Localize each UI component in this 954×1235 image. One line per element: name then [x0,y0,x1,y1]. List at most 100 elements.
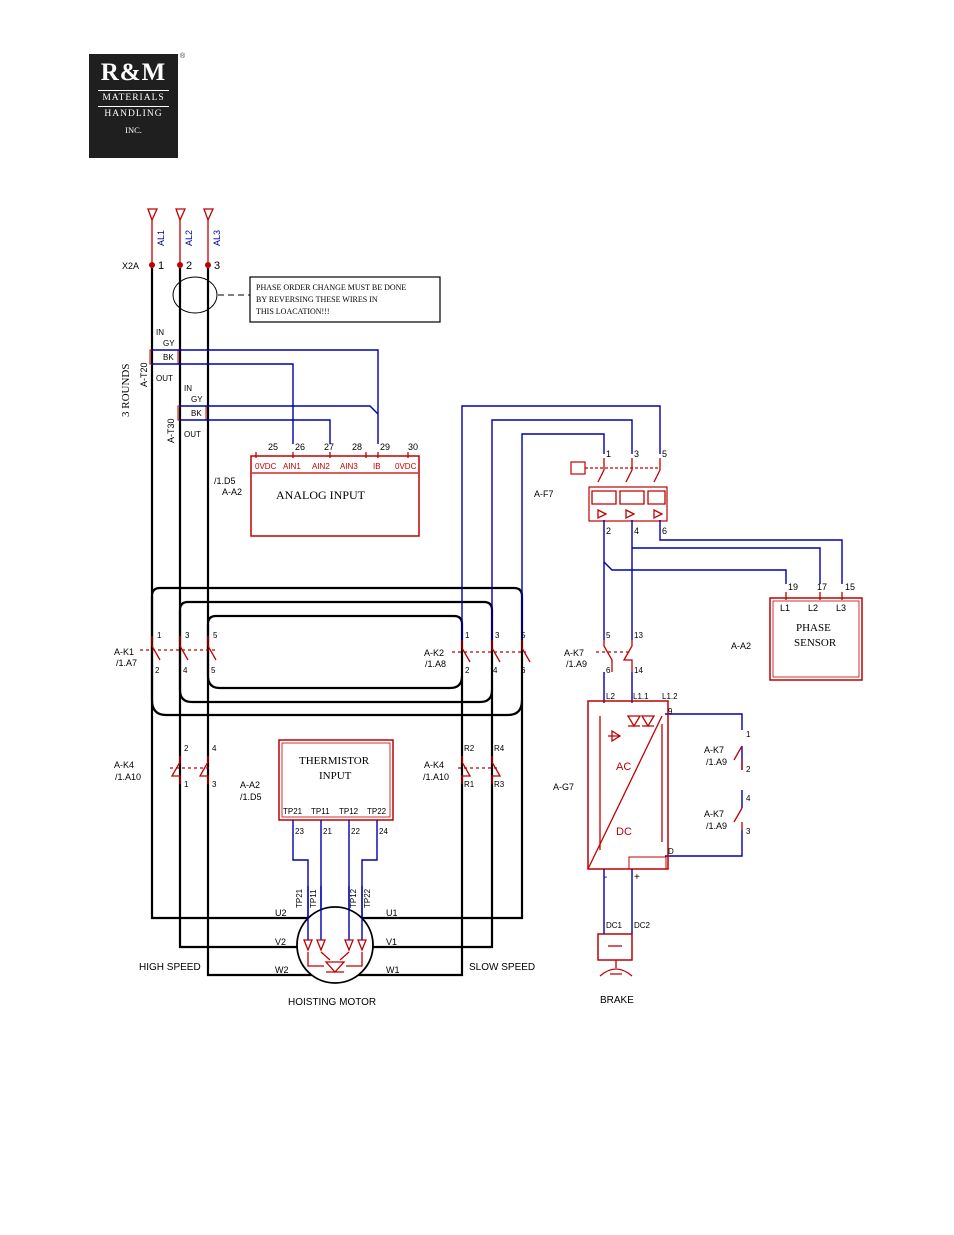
k2-top-1: 1 [465,631,470,640]
ai-pin-0vdc-2: 0VDC [395,462,417,471]
t20-in: IN [156,328,164,337]
ps-title-1: PHASE [796,622,831,634]
t20-out: OUT [156,374,173,383]
main-conductors [150,268,524,977]
k2-top-5: 5 [521,631,526,640]
t30-bk: BK [191,409,202,418]
ps-pin-l3: L3 [836,603,846,613]
k4l-ref: /1.A10 [115,772,141,782]
ps-device: A-A2 [731,641,751,651]
k7a2-bot: 3 [746,827,751,836]
ps-terminal-19: 19 [788,582,798,592]
g7-ac: AC [616,761,631,773]
ai-terminal-28: 28 [352,442,362,452]
note-line-1: PHASE ORDER CHANGE MUST BE DONE [256,283,406,292]
high-speed-label: HIGH SPEED [139,962,201,973]
k2-bot-2: 2 [465,666,470,675]
ai-terminal-25: 25 [268,442,278,452]
motor-w2: W2 [275,965,289,975]
k4l-name: A-K4 [114,760,134,770]
k4l-bot-3: 3 [212,780,217,789]
k7-bot-6: 6 [606,666,611,675]
terminal-dot-1 [149,262,155,268]
ai-terminal-27: 27 [324,442,334,452]
k1-ref: /1.A7 [116,658,137,668]
note-line-3: THIS LOACATION!!! [256,307,330,316]
g7-dc: DC [616,826,632,838]
terminal-3: 3 [214,260,220,272]
slow-speed-label: SLOW SPEED [469,962,535,973]
phase-label-al1: AL1 [156,230,166,246]
k7a2-top: 4 [746,794,751,803]
thermistor-title-1: THERMISTOR [299,755,370,767]
k7a2-ref: /1.A9 [706,821,727,831]
th-terminal-21: 21 [323,827,332,836]
ai-pin-ain2: AIN2 [312,462,330,471]
terminal-block-label: X2A [122,261,139,271]
contactor-k4-right: R2 R4 R1 R3 A-K4 /1.A10 [423,744,505,789]
logo-line-materials: MATERIALS [98,90,169,103]
th-terminal-22: 22 [351,827,360,836]
motor-u2: U2 [275,908,287,918]
ai-pin-ib: IB [373,462,381,471]
company-logo: R&M MATERIALS HANDLING INC. [89,54,178,158]
current-transformers: 3 ROUNDS A-T20 A-T30 IN GY BK OUT IN GY … [120,276,379,444]
k4l-top-4: 4 [212,744,217,753]
k1-bot-5: 5 [211,666,216,675]
ps-terminal-17: 17 [817,582,827,592]
t20-bk: BK [163,353,174,362]
k4r-ref: /1.A10 [423,772,449,782]
th-terminal-24: 24 [379,827,388,836]
k7a2-name: A-K7 [704,809,724,819]
thermistor-device: A-A2 [240,780,260,790]
t30-in: IN [184,384,192,393]
k2-bot-4: 4 [493,666,498,675]
g7-out-plus: + [634,872,640,883]
th-terminal-23: 23 [295,827,304,836]
k4r-name: A-K4 [424,760,444,770]
k7-top-5: 5 [606,631,611,640]
t30-out: OUT [184,430,201,439]
k7-aux-contacts: 1 2 A-K7 /1.A9 4 3 A-K7 /1.A9 [704,730,751,836]
phase-sensor: 19 17 15 L1 L2 L3 PHASE SENSOR A-A2 [731,582,863,681]
control-wiring [603,520,843,857]
ps-terminal-15: 15 [845,582,855,592]
th-pin-tp22: TP22 [367,807,387,816]
ai-terminal-29: 29 [380,442,390,452]
phase-label-al3: AL3 [212,230,222,246]
analog-terminals: 25 26 27 28 29 30 [268,442,418,452]
brake-terminal-dc1: DC1 [606,921,623,930]
motor-wire-tp11: TP11 [309,889,318,908]
motor-w1: W1 [386,965,400,975]
fuse-a-f7: 1 3 5 A-F7 2 4 6 [461,405,668,640]
ai-pin-0vdc-1: 0VDC [255,462,277,471]
analog-input-title: ANALOG INPUT [276,488,366,502]
k2-ref: /1.A8 [425,659,446,669]
f7-top-1: 1 [606,449,611,459]
rectifier-a-g7: L2 L1.1 L1.2 9 D AC DC A-G7 - + [553,692,678,883]
f7-top-3: 3 [634,449,639,459]
g7-name: A-G7 [553,782,574,792]
note-line-2: BY REVERSING THESE WIRES IN [256,295,378,304]
ai-pin-ain3: AIN3 [340,462,358,471]
f7-top-5: 5 [662,449,667,459]
supply-feed: AL1 AL2 AL3 X2A 1 2 3 [122,208,222,272]
k2-bot-6: 6 [521,666,526,675]
k7a1-name: A-K7 [704,745,724,755]
registered-mark: ® [180,53,186,60]
k1-top-3: 3 [185,631,190,640]
terminal-2: 2 [186,260,192,272]
ct-rounds-label: 3 ROUNDS [120,364,132,417]
k4r-bot-r3: R3 [494,780,505,789]
k1-name: A-K1 [114,647,134,657]
brake-terminal-dc2: DC2 [634,921,651,930]
brake: DC1 DC2 BRAKE [597,869,651,1006]
k2-top-3: 3 [495,631,500,640]
f7-bottom-4: 4 [634,526,639,536]
contactor-k7: 5 13 6 14 A-K7 /1.A9 [564,631,643,675]
k2-name: A-K2 [424,648,444,658]
k1-bot-4: 4 [183,666,188,675]
terminal-1: 1 [158,260,164,272]
th-pin-tp11: TP11 [311,807,330,816]
